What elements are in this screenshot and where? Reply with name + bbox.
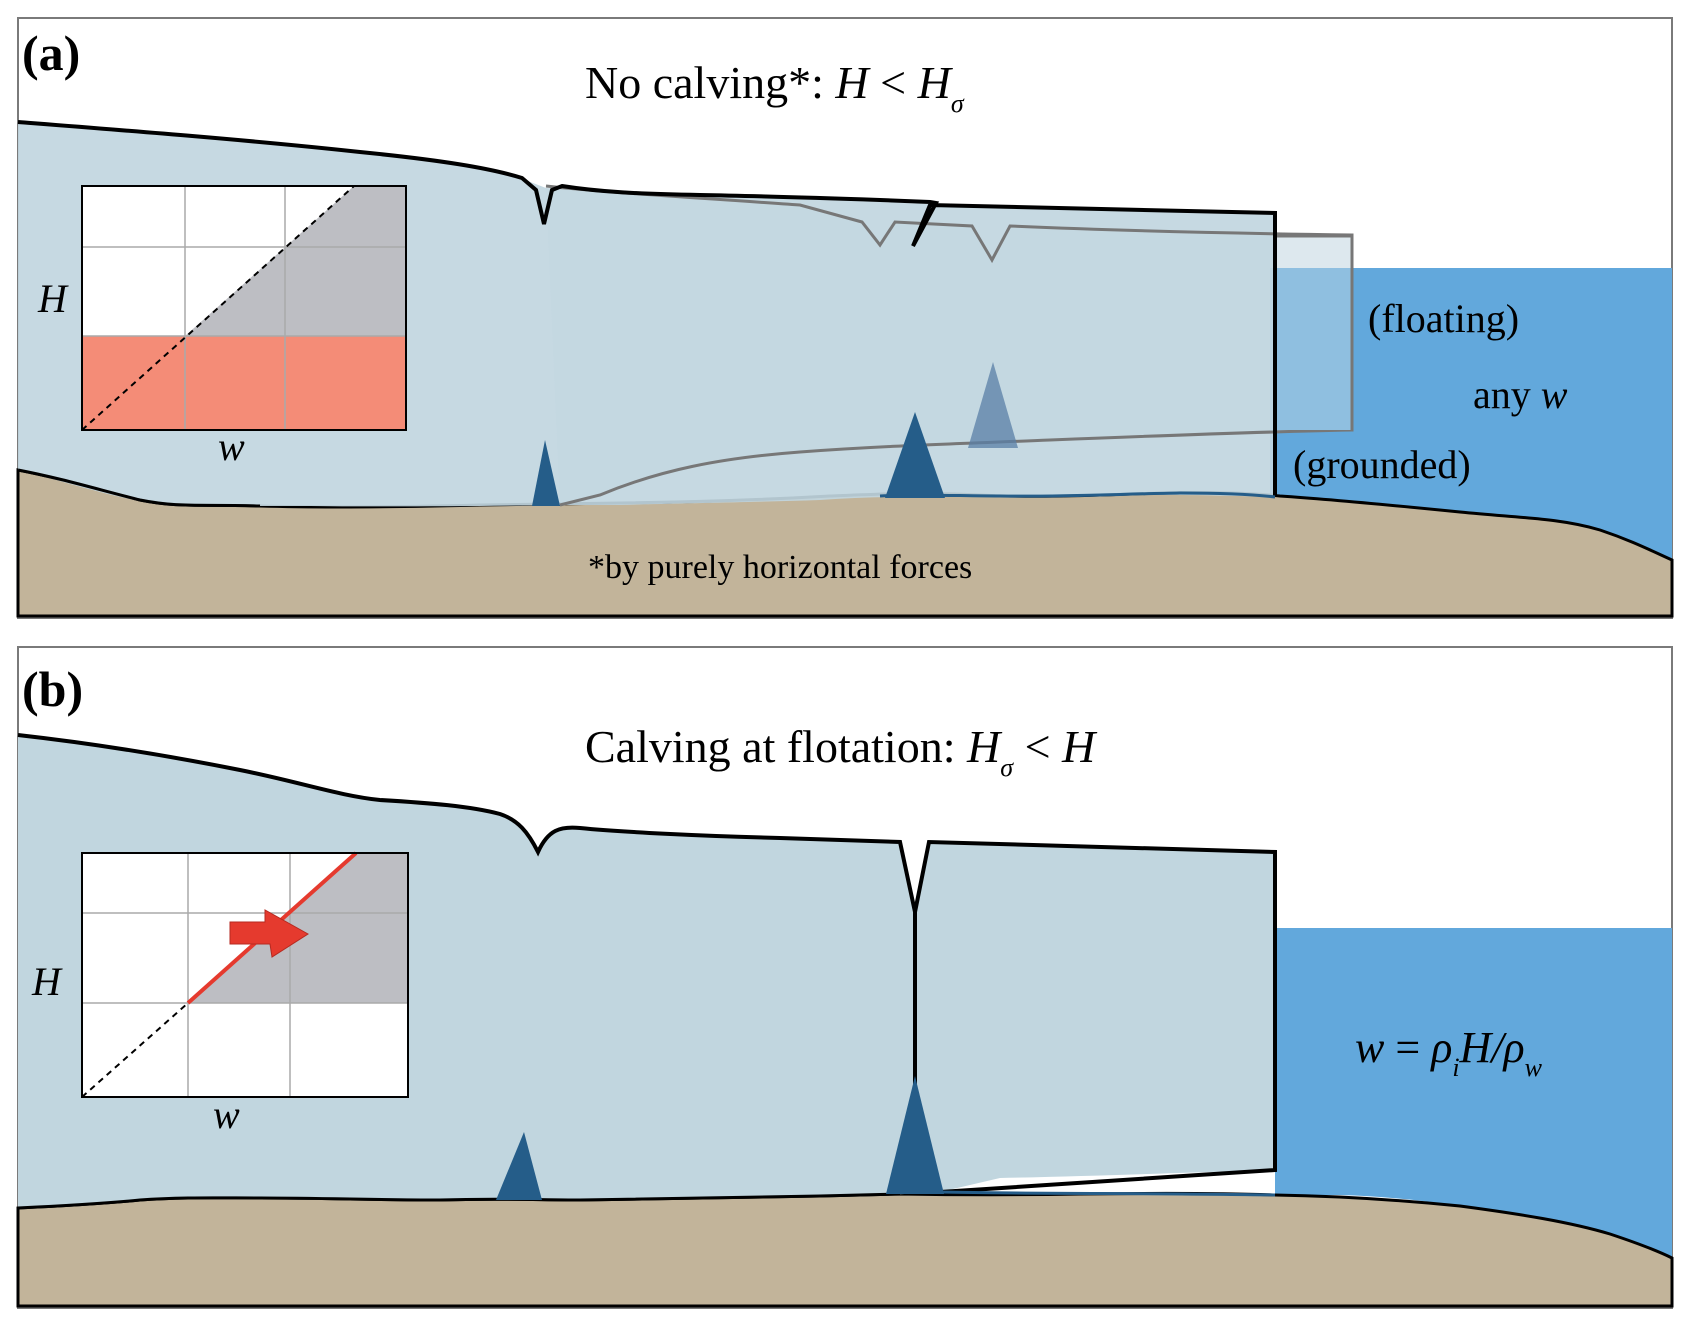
inset-a-diagonal bbox=[81, 185, 355, 431]
floating-nose-below-water bbox=[1275, 268, 1352, 430]
inset-b-xlabel: w bbox=[213, 1092, 240, 1137]
basal-crevasse-b2 bbox=[886, 1076, 944, 1194]
inset-b-grid bbox=[82, 853, 408, 1097]
flotation-equation: w = ρiH/ρw bbox=[1355, 1023, 1543, 1082]
inset-a-calving-region bbox=[82, 336, 406, 430]
iceberg-outline-b bbox=[913, 839, 1277, 1194]
inset-a-shaded-region bbox=[185, 186, 406, 336]
floating-nose-edge bbox=[1275, 234, 1354, 430]
inset-a-frame bbox=[81, 185, 407, 431]
floating-nose-above-water bbox=[1275, 236, 1352, 268]
inset-graph-b: H w bbox=[31, 851, 409, 1137]
ice-base-water-b bbox=[939, 1190, 1276, 1197]
panel-b-label: (b) bbox=[22, 661, 83, 717]
ice-base-line-b bbox=[17, 1192, 901, 1210]
inset-a-grid bbox=[82, 186, 406, 430]
inset-graph-a: H w bbox=[37, 185, 407, 469]
bed-line-a bbox=[17, 468, 261, 508]
basal-crevasse-a1 bbox=[532, 440, 560, 506]
grounded-label: (grounded) bbox=[1293, 442, 1471, 487]
ocean-water-a bbox=[1270, 268, 1672, 560]
inset-a-ylabel: H bbox=[37, 276, 69, 321]
ice-surface-line-b bbox=[17, 733, 917, 1192]
footnote: *by purely horizontal forces bbox=[588, 549, 972, 586]
basal-crevasse-a2 bbox=[885, 412, 945, 498]
basal-crevasse-b1 bbox=[496, 1132, 542, 1200]
basal-crevasse-a3 bbox=[968, 362, 1018, 448]
inset-b-frame bbox=[81, 852, 409, 1098]
ice-surface-line-a bbox=[17, 120, 1277, 497]
ocean-water-b bbox=[1275, 928, 1672, 1258]
inset-b-diagonal bbox=[81, 1002, 189, 1098]
inset-b-ylabel: H bbox=[31, 959, 63, 1004]
panel-a-label: (a) bbox=[22, 25, 80, 81]
floating-label: (floating) bbox=[1368, 296, 1519, 341]
inset-a-xlabel: w bbox=[218, 424, 245, 469]
floating-ice-outline bbox=[545, 184, 1354, 507]
panel-a-title: No calving*: H < Hσ bbox=[585, 57, 965, 118]
inset-b-arrow bbox=[229, 909, 309, 958]
panel-a: H w (a) No calving*: H < Hσ (floating) a… bbox=[16, 17, 1674, 619]
any-w-label: any w bbox=[1473, 372, 1568, 417]
panel-b: H w (b) Calving at flotation: Hσ < H w =… bbox=[16, 646, 1674, 1309]
panel-b-title: Calving at flotation: Hσ < H bbox=[585, 721, 1098, 782]
bedrock-b bbox=[16, 1191, 1674, 1308]
